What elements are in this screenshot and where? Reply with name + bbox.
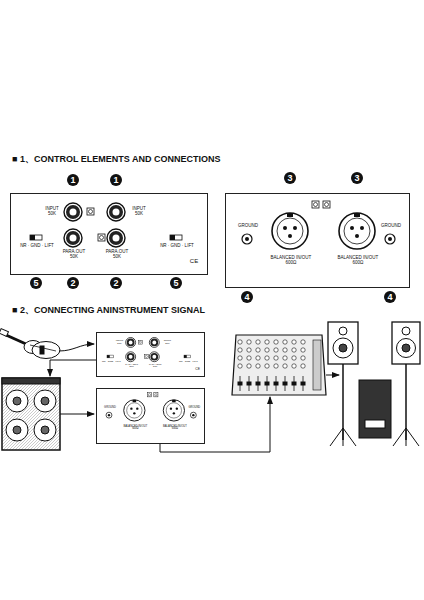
panel: GROUND BALANCED IN/OUT 600Ω BALANCED IN/OU… — [225, 193, 410, 288]
speakers — [328, 322, 420, 446]
panel-label: NR · GND · LIFT — [17, 244, 57, 249]
section-heading: ■ 1、CONTROL ELEMENTS AND CONNECTIONS — [12, 153, 220, 166]
panel-label: CE — [187, 258, 201, 264]
panel-label: PARA.OUT 50K — [125, 364, 138, 369]
panel-label: CE — [194, 368, 202, 371]
callout-number: 5 — [170, 277, 182, 289]
panel-label: BALANCED IN/OUT 600Ω — [162, 426, 188, 432]
callout-number: 5 — [30, 277, 42, 289]
mixer — [232, 335, 326, 395]
panel-label: GROUND — [233, 224, 263, 229]
panel-label: NR · GND · LIFT — [177, 361, 199, 364]
panel: GROUND BALANCED IN/OUT 600Ω BALANCED IN/OU… — [96, 388, 205, 444]
panel-label: BALANCED IN/OUT 600Ω — [122, 426, 148, 432]
panel-label: PARA.OUT 50K — [105, 250, 129, 259]
panel-label: GROUND — [376, 224, 406, 229]
panel: INPUT 50K INPUT 50K PARA.OUT 50K PARA.OUT 5… — [96, 332, 205, 377]
panel-label: GROUND — [186, 407, 204, 410]
callout-number: 3 — [351, 172, 363, 184]
panel-label: PARA.OUT 50K — [62, 250, 86, 259]
panel-label: BALANCED IN/OUT 600Ω — [336, 256, 380, 265]
callout-number: 2 — [67, 277, 79, 289]
callout-number: 2 — [110, 277, 122, 289]
panel-label: INPUT 50K — [115, 340, 124, 345]
panel-label: INPUT 50K — [163, 340, 172, 345]
guitar — [0, 329, 60, 359]
panel: INPUT 50K INPUT 50K PARA.OUT 50K PARA.OUT 5… — [10, 193, 208, 275]
panel-label: NR · GND · LIFT — [157, 244, 197, 249]
callout-number: 1 — [110, 174, 122, 186]
callout-number: 4 — [384, 291, 396, 303]
section-heading: ■ 2、CONNECTING ANINSTRUMENT SIGNAL — [12, 304, 205, 317]
panel-label: INPUT 50K — [131, 207, 147, 216]
panel-label: PARA.OUT 50K — [149, 364, 162, 369]
callout-number: 3 — [284, 172, 296, 184]
cables — [50, 344, 339, 452]
callout-number: 1 — [67, 174, 79, 186]
panel-label: NR · GND · LIFT — [100, 361, 122, 364]
amp-cabinet — [2, 378, 60, 450]
callout-number: 4 — [241, 291, 253, 303]
panel-label: BALANCED IN/OUT 600Ω — [269, 256, 313, 265]
panel-label: INPUT 50K — [44, 207, 60, 216]
panel-label: GROUND — [101, 407, 119, 410]
